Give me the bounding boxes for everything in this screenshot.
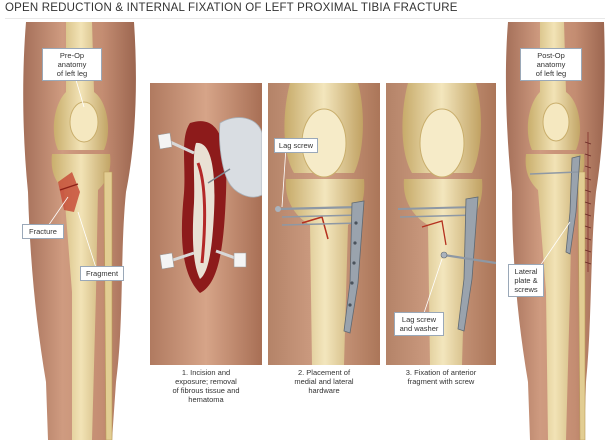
step1-incision-illustration [150, 83, 262, 365]
step1-svg [150, 83, 262, 365]
fracture-label: Fracture [22, 224, 64, 239]
postop-leg-svg [500, 22, 606, 440]
fragment-label: Fragment [80, 266, 124, 281]
title-divider [5, 18, 605, 19]
lag-screw-washer-label: Lag screw and washer [394, 312, 444, 336]
figure-title: OPEN REDUCTION & INTERNAL FIXATION OF LE… [5, 2, 458, 14]
postop-leg-illustration [500, 22, 606, 440]
lag-screw-label: Lag screw [274, 138, 318, 153]
step1-caption: 1. Incision and exposure; removal of fib… [153, 368, 259, 404]
postop-anatomy-label: Post-Op anatomy of left leg [520, 48, 582, 81]
step2-hardware-illustration [268, 83, 380, 365]
step2-svg [268, 83, 380, 365]
step2-caption: 2. Placement of medial and lateral hardw… [270, 368, 378, 395]
preop-anatomy-label: Pre-Op anatomy of left leg [42, 48, 102, 81]
step3-caption: 3. Fixation of anterior fragment with sc… [386, 368, 496, 386]
lateral-plate-screws-label: Lateral plate & screws [508, 264, 544, 297]
